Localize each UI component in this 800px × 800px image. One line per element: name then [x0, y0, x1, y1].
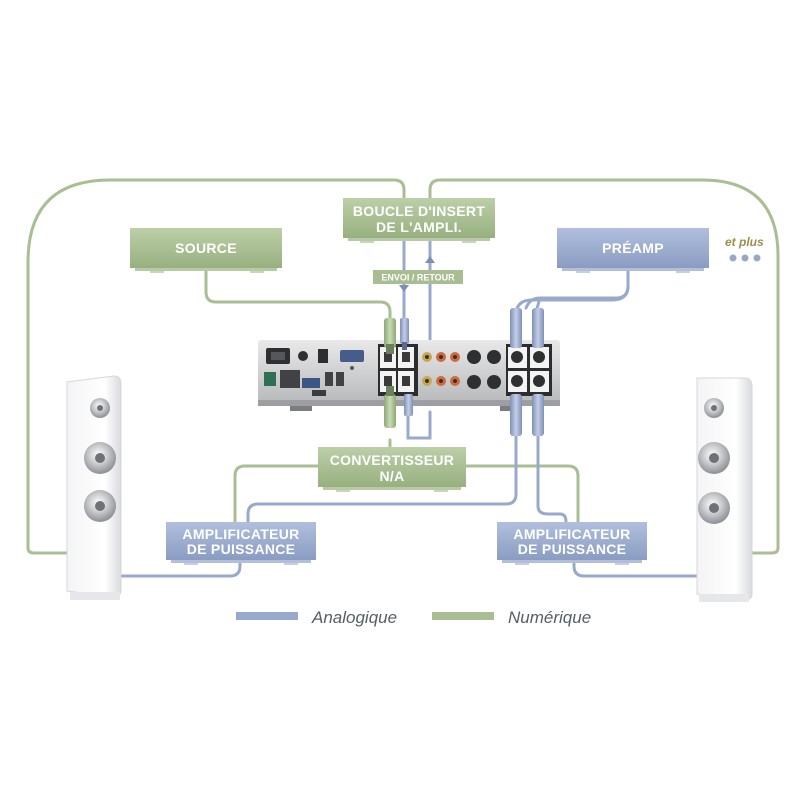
source-box: SOURCE	[130, 228, 282, 273]
insert-loop-label-1: BOUCLE D'INSERT	[353, 203, 485, 219]
source-cable	[204, 266, 392, 324]
legend-digital-swatch	[432, 612, 494, 620]
digital-cables	[26, 178, 780, 555]
amp-left-label-1: AMPLIFICATEUR	[182, 526, 299, 542]
source-label: SOURCE	[175, 240, 237, 256]
et-plus-label: et plus	[725, 235, 764, 249]
right-amp-to-speaker-cable	[572, 558, 699, 578]
left-amp-to-speaker-cable	[120, 558, 242, 578]
et-plus-note: et plus	[725, 235, 764, 262]
preamp-label: PRÉAMP	[602, 240, 664, 256]
dot-icon	[741, 254, 749, 262]
power-amp-left-box: AMPLIFICATEUR DE PUISSANCE	[166, 522, 316, 565]
converter-to-right-amp-cable	[464, 464, 580, 524]
legend-analog-swatch	[236, 612, 298, 620]
amp-left-label-2: DE PUISSANCE	[187, 541, 296, 557]
power-amp-right-box: AMPLIFICATEUR DE PUISSANCE	[497, 522, 647, 565]
left-tower-speaker-icon	[66, 375, 122, 600]
converter-label-2: N/A	[379, 468, 404, 484]
legend: Analogique Numérique	[236, 608, 591, 627]
amp-right-label-2: DE PUISSANCE	[518, 541, 627, 557]
device-to-left-amp-cable	[246, 434, 518, 524]
dot-icon	[729, 254, 737, 262]
send-arrow-icon	[399, 285, 409, 292]
xlr-plug-icon	[384, 308, 544, 436]
legend-analog-label: Analogique	[311, 608, 397, 627]
preamp-cable	[524, 266, 630, 314]
insert-loop-label-2: DE L'AMPLI.	[376, 219, 462, 235]
send-return-tag: ENVOI / RETOUR	[373, 270, 463, 284]
outer-loop-left-cable	[26, 178, 406, 555]
send-return-label: ENVOI / RETOUR	[381, 273, 455, 283]
return-arrow-icon	[425, 256, 435, 263]
amp-right-label-1: AMPLIFICATEUR	[513, 526, 630, 542]
analog-cables	[120, 236, 699, 578]
preamp-box: PRÉAMP	[557, 228, 709, 273]
dot-icon	[753, 254, 761, 262]
legend-digital-label: Numérique	[508, 608, 591, 627]
converter-label-1: CONVERTISSEUR	[330, 452, 454, 468]
converter-to-left-amp-cable	[233, 464, 320, 524]
right-tower-speaker-icon	[696, 377, 753, 602]
converter-box: CONVERTISSEUR N/A	[318, 447, 466, 492]
outer-loop-right-cable	[428, 178, 780, 555]
device-to-right-amp-cable	[536, 434, 568, 524]
insert-loop-box: BOUCLE D'INSERT DE L'AMPLI.	[343, 198, 495, 243]
